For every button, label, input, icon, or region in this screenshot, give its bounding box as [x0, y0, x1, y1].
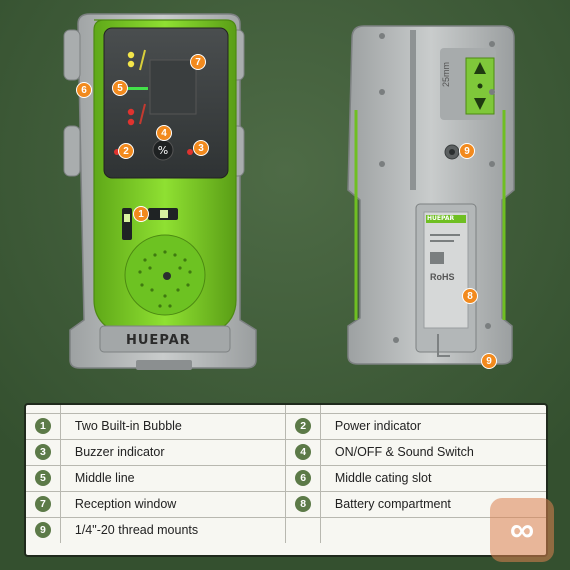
product-image: % [63, 13, 515, 370]
callout-4: 4 [156, 125, 172, 141]
legend-label: Reception window [60, 491, 287, 518]
legend-label: ON/OFF & Sound Switch [320, 439, 546, 466]
callout-7: 7 [190, 54, 206, 70]
legend-row: 3 Buzzer indicator 4 ON/OFF & Sound Swit… [26, 439, 546, 466]
callout-5: 5 [112, 80, 128, 96]
legend-number: 9 [34, 522, 51, 539]
legend-number: 1 [34, 418, 51, 434]
legend-label: Middle line [60, 465, 287, 492]
legend-row: 1 Two Built-in Bubble 2 Power indicator [26, 413, 546, 440]
callout-3: 3 [193, 140, 209, 156]
legend-row: 7 Reception window 8 Battery compartment [26, 491, 546, 518]
product-illustration: % [63, 13, 515, 370]
legend-number: 2 [295, 418, 312, 434]
back-device [347, 25, 515, 365]
legend-number: 8 [295, 496, 312, 512]
watermark-infinity-icon: ∞ [490, 498, 554, 562]
legend-label: Middle cating slot [320, 465, 546, 492]
legend-label: Buzzer indicator [60, 439, 287, 466]
callout-8: 8 [462, 288, 478, 304]
callout-9b: 9 [481, 353, 497, 369]
legend-number: 5 [34, 470, 51, 486]
legend-number: 7 [34, 496, 51, 512]
legend-row: 9 1/4"-20 thread mounts [26, 517, 546, 543]
callout-9a: 9 [459, 143, 475, 159]
legend-number: 3 [34, 444, 51, 460]
battery-label-brand: HUEPAR [427, 215, 455, 222]
legend-label: 1/4"-20 thread mounts [60, 517, 287, 543]
callout-1: 1 [133, 206, 149, 222]
legend-label: Power indicator [320, 413, 546, 440]
feature-legend-table: 1 Two Built-in Bubble 2 Power indicator … [24, 403, 548, 557]
legend-row: 5 Middle line 6 Middle cating slot [26, 465, 546, 492]
scale-label: 25mm [441, 62, 451, 88]
legend-number: 4 [295, 444, 312, 460]
legend-label: Two Built-in Bubble [60, 413, 287, 440]
battery-label-rohs: RoHS [430, 272, 455, 282]
sound-switch-icon: % [158, 144, 168, 157]
callout-2: 2 [118, 143, 134, 159]
callout-6: 6 [76, 82, 92, 98]
legend-number: 6 [295, 470, 312, 486]
front-brand-logo: HUEPAR [126, 333, 191, 348]
front-device: % [63, 13, 257, 370]
